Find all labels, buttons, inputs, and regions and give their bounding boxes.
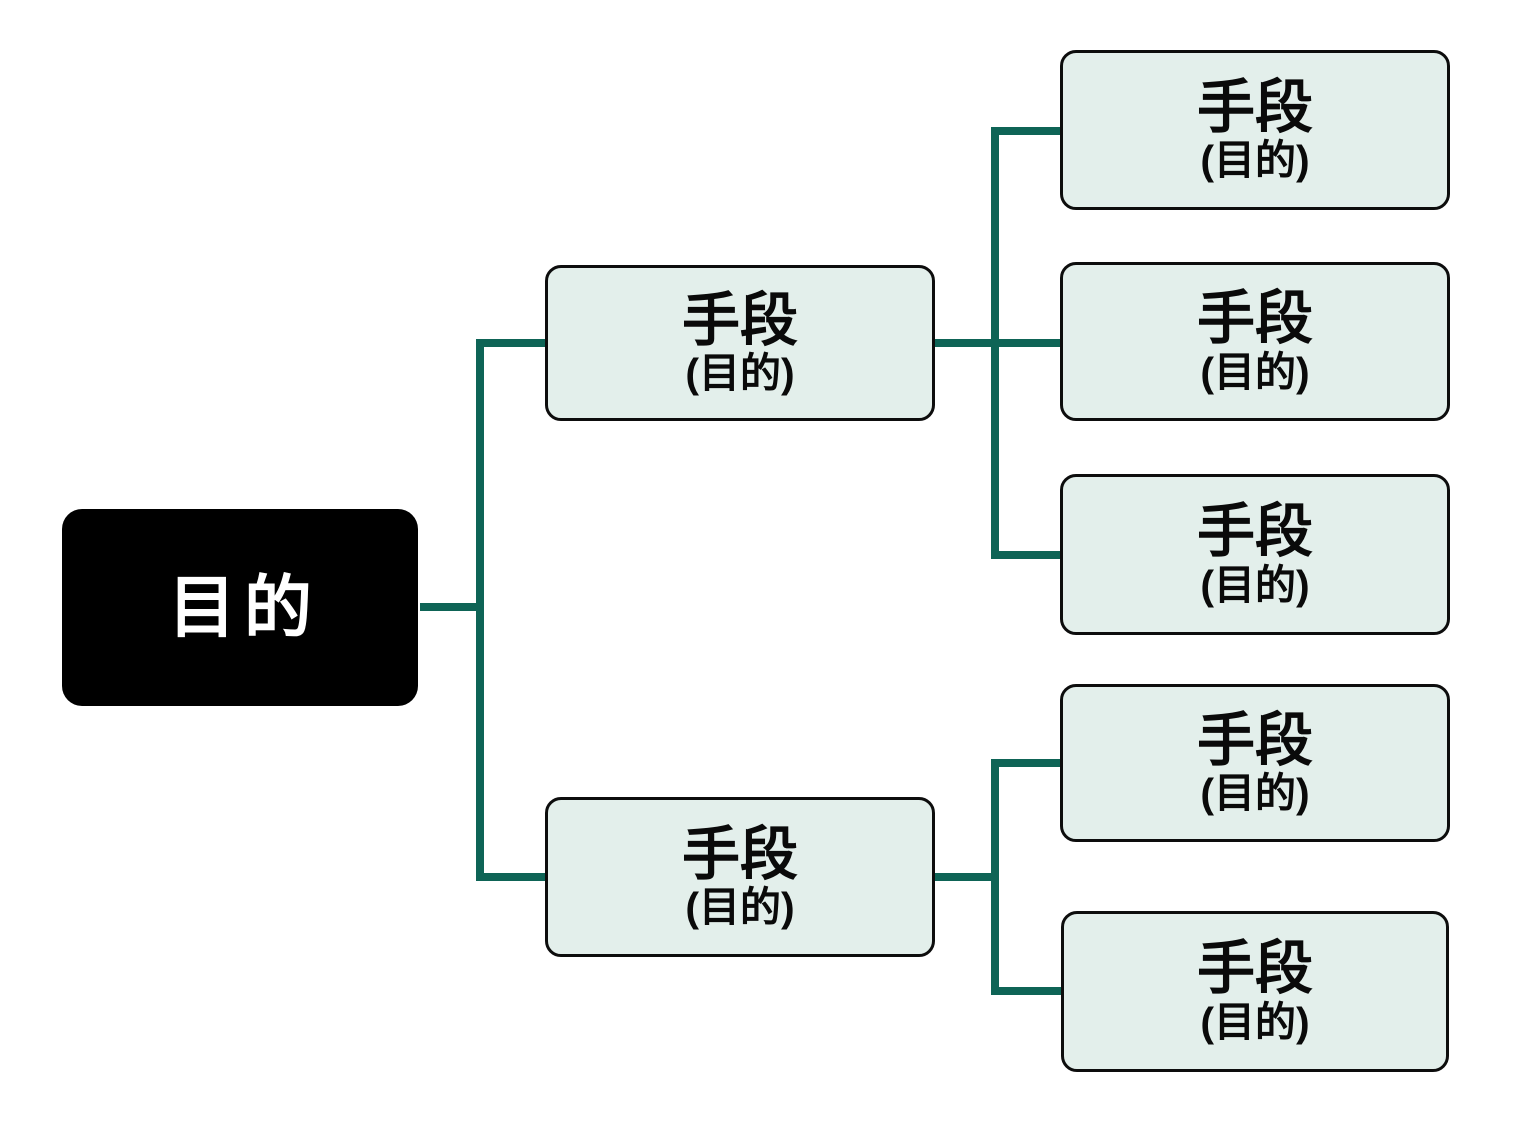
node-title: 手段 (681, 287, 798, 353)
connector-mid2-to-children (991, 759, 1064, 995)
node-title: 手段 (1196, 499, 1313, 565)
node-title: 手段 (1196, 74, 1313, 140)
node-title: 手段 (681, 821, 798, 887)
node-subtitle: (目的) (1200, 998, 1310, 1045)
means-node-level3-1: 手段 (目的) (1060, 50, 1450, 210)
means-node-level2-top: 手段 (目的) (545, 265, 935, 421)
node-subtitle: (目的) (685, 884, 795, 931)
means-node-level3-3: 手段 (目的) (1060, 474, 1450, 635)
node-subtitle: (目的) (1200, 561, 1310, 608)
connector-root-to-level2 (476, 339, 549, 881)
node-subtitle: (目的) (1200, 770, 1310, 817)
node-subtitle: (目的) (1200, 348, 1310, 395)
node-subtitle: (目的) (1200, 137, 1310, 184)
root-node-goal: 目的 (62, 509, 418, 706)
means-node-level3-5: 手段 (目的) (1061, 911, 1449, 1072)
node-title: 手段 (1196, 707, 1313, 773)
means-node-level2-bottom: 手段 (目的) (545, 797, 935, 957)
root-node-label: 目的 (167, 569, 320, 646)
means-node-level3-4: 手段 (目的) (1060, 684, 1450, 842)
node-subtitle: (目的) (685, 350, 795, 397)
node-title: 手段 (1196, 286, 1313, 352)
means-node-level3-2: 手段 (目的) (1060, 262, 1450, 421)
node-title: 手段 (1196, 936, 1313, 1002)
connector-mid1-to-children (991, 127, 1064, 559)
